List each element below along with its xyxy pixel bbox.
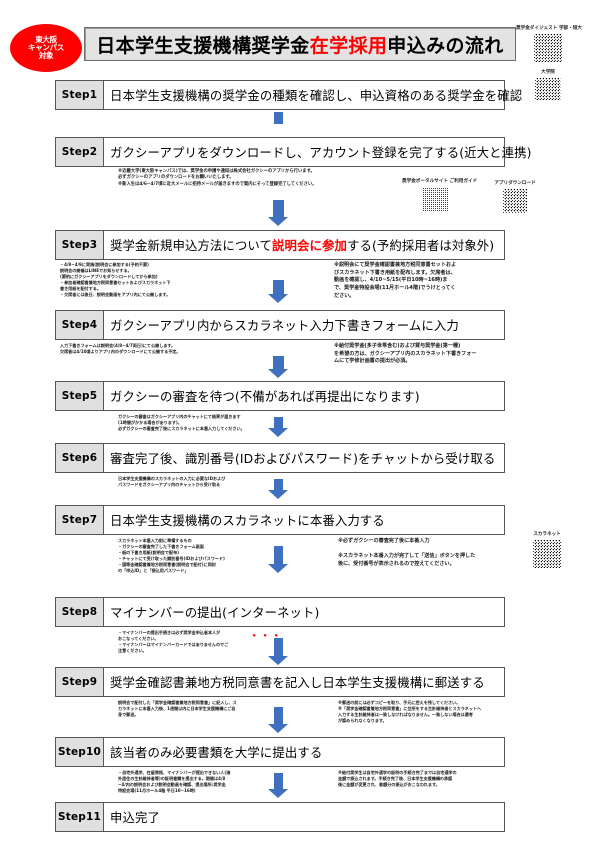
step-row-10: Step10 該当者のみ必要書類を大学に提出する [55, 737, 505, 767]
arrow-2-to-3 [267, 200, 289, 226]
step-number: Step4 [56, 311, 104, 339]
step-7-notes-right: ※必ずガクシーの審査完了後に本番入力 ※スカラネット本番入力が完了して「送信」ボ… [338, 538, 476, 567]
step-5-notes-left: ガクシーの審査はガクシーアプリ内のチャットにて結果が届きます (1時間がかかる場… [118, 414, 245, 432]
step-number: Step9 [56, 668, 104, 696]
step-row-7: Step7 日本学生支援機構のスカラネットに本番入力する [55, 505, 505, 535]
step-2-notes-left: ※近畿大学(東大阪キャンパス)では、奨学金の申請や通知は株式会社ガクシーのアプリ… [118, 169, 317, 187]
step-row-11: Step11 申込完了 [55, 802, 505, 832]
step-text: 該当者のみ必要書類を大学に提出する [110, 745, 323, 760]
qr-block-digest-daigakuin: 大学院 [516, 70, 580, 105]
step-3-notes-right: ※説明会にて奨学金確認書兼地方税同意書セットおよ びスカラネット下書き用紙を配布… [334, 262, 457, 299]
arrow-3-to-4 [267, 280, 289, 303]
step-text: ガクシーの審査を待つ(不備があれば再提出になります) [110, 389, 420, 404]
step-9-notes-left: 説明会で配付した「奨学金確認書兼地方税同意書」に記入し、ス カラネットに本番入力… [118, 700, 237, 718]
qr-caption: アプリダウンロード [494, 181, 536, 186]
qr-block-scholarnet: スカラネット [518, 532, 576, 573]
qr-caption: 奨学金ポータルサイト ご利用ガイド [402, 179, 478, 184]
step-10-notes-right: ※給付奨学生は自宅外通学の証明の手続き完了までは自宅通学の 金額で振込されます。… [338, 770, 457, 788]
step-number: Step5 [56, 382, 104, 410]
step-row-9: Step9 奨学金確認書兼地方税同意書を記入し日本学生支援機構に郵送する [55, 667, 505, 697]
qr-caption: スカラネット [533, 532, 561, 537]
step-4-notes-right: ※給付奨学金(多子世帯含む)および貸与奨学金(第一種) を希望の方は、ガクシーア… [334, 343, 477, 365]
step-row-2: Step2 ガクシーアプリをダウンロードし、アカウント登録を完了する(近大と連携… [55, 137, 531, 167]
qr-code-portal-guide[interactable] [421, 186, 449, 214]
step-8-notes-left: ・マイナンバーの提出手続きは必ず奨学金申込者本人が おこなってください。 ・マイ… [118, 630, 229, 654]
step-text: マイナンバーの提出(インターネット) [110, 605, 320, 620]
step-text-highlight: 説明会に参加 [272, 238, 347, 253]
arrow-8-to-9 [268, 638, 288, 665]
qr-block-portal-guide: 奨学金ポータルサイト ご利用ガイド [402, 179, 478, 217]
qr-code-digest-gakubu[interactable] [533, 33, 563, 64]
qr-block-app-download: アプリダウンロード [480, 181, 550, 218]
arrow-10-to-11 [268, 773, 288, 798]
qr-block-digest-gakubu: 奨学金ダイジェスト 学部・短大 [516, 26, 582, 67]
step-10-notes-left: ・自宅外通学、在留資格、マイナンバーが提出できない人(海 外居住の生計維持者等)… [118, 770, 231, 794]
step-8-dots-decoration: • • • [252, 632, 281, 640]
qr-caption: 奨学金ダイジェスト 学部・短大 [516, 26, 582, 31]
qr-code-app-download[interactable] [502, 188, 528, 215]
step-text: 奨学金確認書兼地方税同意書を記入し日本学生支援機構に郵送する [110, 675, 485, 690]
step-row-6: Step6 審査完了後、識別番号(IDおよびパスワード)をチャットから受け取る [55, 443, 505, 473]
qr-code-digest-daigakuin[interactable] [534, 77, 562, 102]
arrow-4-to-5 [267, 356, 289, 378]
step-number: Step10 [56, 738, 104, 766]
arrow-1-to-2 [268, 112, 288, 124]
step-6-notes-left: 日本学生支援機構のスカラネットの入力に必要なIDおよび パスワードをガクシーアプ… [118, 476, 226, 488]
step-text: 日本学生支援機構の奨学金の種類を確認し、申込資格のある奨学金を確認 [110, 88, 523, 103]
step-text: 審査完了後、識別番号(IDおよびパスワード)をチャットから受け取る [110, 451, 496, 466]
step-text: 日本学生支援機構のスカラネットに本番入力する [110, 513, 385, 528]
step-row-3: Step3 奨学金新規申込方法について説明会に参加する(予約採用者は対象外) [55, 230, 505, 260]
title-highlight: 在学採用 [309, 34, 388, 57]
qr-code-scholarnet[interactable] [532, 539, 562, 570]
step-row-1: Step1 日本学生支援機構の奨学金の種類を確認し、申込資格のある奨学金を確認 [55, 80, 522, 110]
title-part-1: 日本学生支援機構奨学金 [96, 34, 310, 57]
step-row-8: Step8 マイナンバーの提出(インターネット) [55, 597, 505, 627]
step-number: Step7 [56, 506, 104, 534]
title-part-2: 申込みの流れ [387, 34, 504, 57]
step-9-notes-right: ※郵送の前には必ずコピーを取り、手元に控えを残してください。 ※「奨学金確認書兼… [338, 700, 482, 724]
arrow-7-to-8 [268, 546, 288, 573]
step-text-part-2: する(予約採用者は対象外) [346, 238, 495, 253]
step-number: Step2 [56, 138, 104, 166]
step-3-notes-left: ・4/8~4/9に実施(説明会に参加する(予約不要) 説明会の開催はLINEでお… [60, 262, 171, 298]
step-text: ガクシーアプリをダウンロードし、アカウント登録を完了する(近大と連携) [110, 145, 532, 160]
step-7-notes-left: スカラネット本番入力前に準備するもの ・ガクシーの審査完了した下書きフォーム画面… [118, 538, 225, 574]
step-number: Step1 [56, 81, 104, 109]
step-text: 申込完了 [110, 810, 160, 825]
balloon-line-2: キャンパス [28, 42, 64, 52]
qr-caption: 大学院 [541, 70, 555, 75]
page-title: 日本学生支援機構奨学金在学採用申込みの流れ [84, 27, 516, 61]
step-number: Step8 [56, 598, 104, 626]
balloon-line-1: 東大阪 [35, 34, 57, 44]
balloon-line-3: 対象 [38, 51, 54, 61]
step-text-part-1: 奨学金新規申込方法について [110, 238, 273, 253]
campus-target-balloon: 東大阪 キャンパス 対象 [10, 24, 82, 72]
step-text: ガクシーアプリ内からスカラネット入力下書きフォームに入力 [110, 318, 459, 333]
step-number: Step3 [56, 231, 104, 259]
arrow-5-to-6 [268, 417, 288, 437]
step-row-5: Step5 ガクシーの審査を待つ(不備があれば再提出になります) [55, 381, 505, 411]
arrow-6-to-7 [268, 479, 288, 499]
step-row-4: Step4 ガクシーアプリ内からスカラネット入力下書きフォームに入力 [55, 310, 505, 340]
step-4-notes-left: 入力下書きフォームは説明会(4/8~4/7両日)にて公開します。 欠席者は4/1… [60, 343, 181, 355]
step-number: Step11 [56, 803, 104, 831]
arrow-9-to-10 [268, 707, 288, 733]
step-number: Step6 [56, 444, 104, 472]
